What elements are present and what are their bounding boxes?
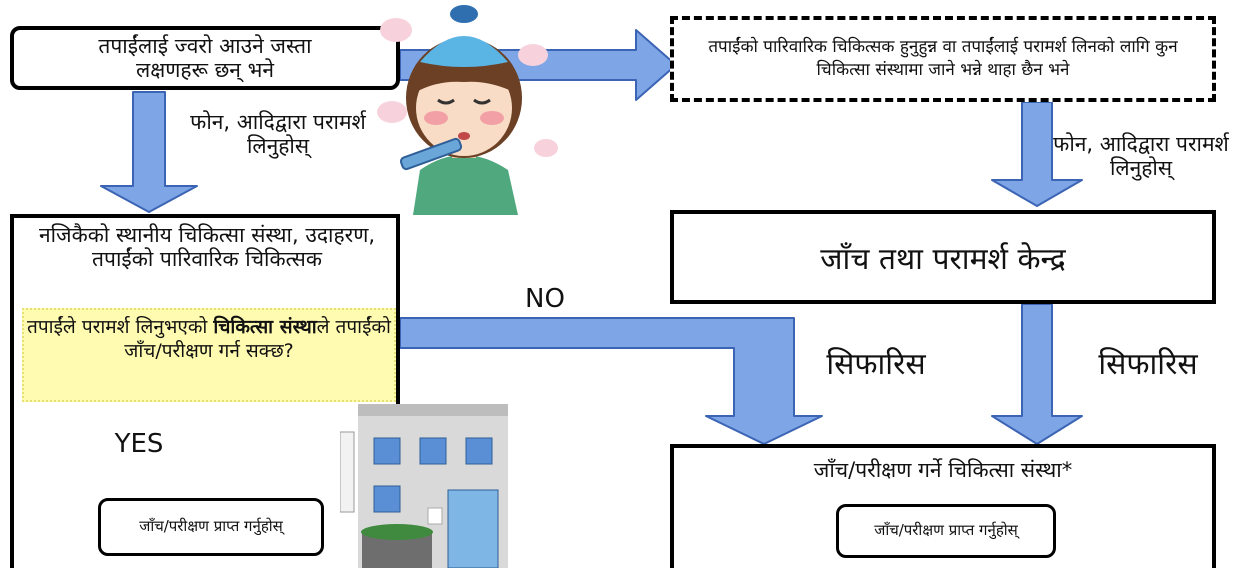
- sick-person-illustration: [377, 5, 558, 215]
- get-tested-left-box: जाँच/परीक्षण प्राप्त गर्नुहोस्: [98, 498, 324, 556]
- no-family-doctor-text: तपाईंको पारिवारिक चिकित्सक हुनुहुन्न वा …: [708, 37, 1178, 80]
- can-test-question: तपाईंले परामर्श लिनुभएको चिकित्सा संस्था…: [22, 308, 396, 402]
- referral-label-left: सिफारिस: [826, 347, 926, 382]
- question-pre: तपाईंले परामर्श लिनुभएको: [27, 316, 214, 338]
- arrow-no-to-testing: [399, 317, 823, 445]
- testing-consultation-center-box: जाँच तथा परामर्श केन्द्र: [670, 210, 1216, 304]
- arrow-doctor-to-center: [991, 101, 1083, 207]
- question-post: ले तपाईंको जाँच/परीक्षण गर्न सक्छ?: [124, 316, 391, 362]
- local-medical-institution-box: नजिकैको स्थानीय चिकित्सा संस्था, उदाहरण,…: [10, 214, 400, 568]
- consult-label-left: फोन, आदिद्वारा परामर्श लिनुहोस्: [190, 110, 366, 159]
- arrow-center-to-testing: [991, 303, 1083, 445]
- testing-consultation-center-text: जाँच तथा परामर्श केन्द्र: [820, 241, 1066, 277]
- local-institution-title: नजिकैको स्थानीय चिकित्सा संस्था, उदाहरण,…: [38, 223, 376, 271]
- fever-symptoms-box: तपाईंलाई ज्वरो आउने जस्ता लक्षणहरू छन् भ…: [10, 26, 400, 90]
- no-label: NO: [525, 284, 565, 314]
- consult-label-right: फोन, आदिद्वारा परामर्श लिनुहोस्: [1053, 132, 1229, 181]
- testing-institution-title: जाँच/परीक्षण गर्ने चिकित्सा संस्था*: [813, 458, 1073, 482]
- no-family-doctor-box: तपाईंको पारिवारिक चिकित्सक हुनुहुन्न वा …: [670, 16, 1216, 102]
- arrow-fever-to-local: [100, 91, 198, 213]
- get-tested-right-text: जाँच/परीक्षण प्राप्त गर्नुहोस्: [874, 521, 1018, 540]
- hospital-building-illustration: [340, 404, 508, 568]
- fever-symptoms-text: तपाईंलाई ज्वरो आउने जस्ता लक्षणहरू छन् भ…: [98, 33, 312, 82]
- yes-label: YES: [114, 429, 164, 459]
- question-bold: चिकित्सा संस्था: [213, 316, 317, 338]
- get-tested-left-text: जाँच/परीक्षण प्राप्त गर्नुहोस्: [139, 517, 283, 536]
- referral-label-right: सिफारिस: [1098, 347, 1198, 382]
- testing-institution-box: जाँच/परीक्षण गर्ने चिकित्सा संस्था* जाँच…: [670, 444, 1216, 568]
- get-tested-right-box: जाँच/परीक्षण प्राप्त गर्नुहोस्: [836, 504, 1056, 558]
